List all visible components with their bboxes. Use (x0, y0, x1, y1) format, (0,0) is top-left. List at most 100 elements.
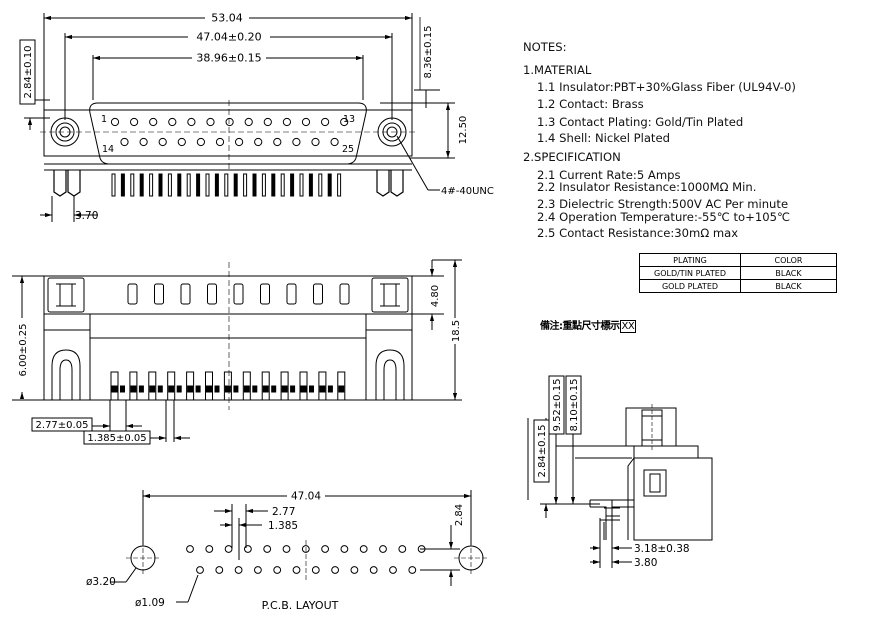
key-dimension-note-text: 備注:重點尺寸標示 (540, 321, 620, 332)
note-material-4: 1.4 Shell: Nickel Plated (537, 131, 670, 145)
front-pin-tail (252, 385, 258, 393)
contact-hole (235, 137, 244, 147)
pin-label-25: 25 (342, 144, 354, 155)
front-pin-tail (168, 385, 175, 393)
front-pin (261, 371, 270, 400)
pcb-hole (292, 566, 301, 574)
table-cell: GOLD/TIN PLATED (639, 266, 741, 280)
front-view: 6.00±0.25 4.80 18.5 2.77±0.05 1.385±0.05 (12, 259, 462, 445)
front-pin (167, 371, 176, 400)
contact-hole (311, 137, 320, 147)
pcb-hole (282, 545, 291, 553)
contact-hole (110, 117, 120, 127)
pcb-pin (290, 173, 295, 197)
pcb-hole (321, 545, 330, 553)
front-pin-tail (195, 385, 201, 393)
pcb-dim-mount-hole: ø3.20 (86, 576, 116, 588)
note-material-2: 1.2 Contact: Brass (537, 97, 644, 111)
dim-pin-offset: 3.70 (75, 210, 98, 222)
front-pin (148, 371, 157, 400)
side-dim-a: 2.84±0.15 (537, 425, 548, 478)
pcb-pin (177, 173, 182, 197)
pcb-pin (252, 173, 257, 197)
front-pin-tail (120, 385, 125, 393)
pcb-pin (299, 173, 304, 197)
notes-section-material: 1.MATERIAL (523, 63, 592, 77)
pcb-layout: 47.04 2.77 1.385 2.84 ø3.20 ø1.09 P.C.B (86, 489, 488, 612)
pin-label-14: 14 (102, 144, 114, 155)
front-pin (110, 371, 119, 400)
contact-window (127, 283, 138, 305)
top-view: 53.04 47.04±0.20 38.96±0.15 2.84±0.10 8.… (19, 11, 494, 222)
note-material-1: 1.1 Insulator:PBT+30%Glass Fiber (UL94V-… (537, 80, 796, 94)
pcb-hole (186, 545, 194, 553)
pcb-pin (120, 173, 125, 197)
side-dim-d: 3.18±0.38 (634, 543, 690, 555)
front-pin-tail (111, 385, 118, 393)
front-pins (110, 371, 346, 400)
pcb-hole (359, 545, 368, 553)
contact-hole (187, 117, 196, 127)
plating-table: PLATING COLOR GOLD/TIN PLATED BLACK GOLD… (639, 253, 837, 293)
contact-hole (254, 137, 263, 147)
dim-right-top: 8.36±0.15 (423, 26, 434, 79)
pin-label-13: 13 (343, 114, 355, 125)
pcb-pin (130, 173, 135, 197)
side-dim-e: 3.80 (634, 557, 657, 569)
front-pin-tail (206, 385, 212, 393)
contact-hole (158, 137, 167, 147)
front-pin-tail (300, 385, 307, 393)
contact-window (180, 283, 191, 305)
pcb-hole (215, 566, 224, 574)
front-pin-tail (187, 385, 194, 393)
pcb-dim-row: 2.84 (454, 504, 465, 526)
pcb-hole (408, 566, 417, 574)
pcb-pin (243, 173, 248, 197)
dim-mounting: 47.04±0.20 (196, 31, 261, 44)
pcb-hole (398, 545, 407, 553)
pcb-pin (149, 173, 154, 197)
contact-hole (244, 117, 253, 127)
contact-hole (330, 137, 339, 147)
contact-window (313, 283, 323, 305)
front-pin-tail (262, 385, 269, 393)
pcb-hole (273, 566, 282, 574)
note-spec-1: 2.1 Current Rate:5 Amps (537, 168, 681, 182)
contact-hole (215, 137, 225, 147)
dim-left-height: 2.84±0.10 (23, 46, 34, 99)
pcb-dim-pin-hole: ø1.09 (135, 597, 165, 609)
pcb-hole (417, 545, 426, 553)
contact-hole (340, 117, 349, 127)
front-pin (223, 371, 232, 400)
front-pin-tail (309, 385, 314, 393)
front-pin-tail (224, 385, 231, 393)
dim-height: 12.50 (458, 116, 469, 145)
pcb-hole (331, 566, 340, 574)
front-pin (186, 371, 195, 400)
front-pin (318, 371, 327, 400)
pcb-pin (318, 173, 323, 197)
pcb-hole (340, 545, 349, 553)
front-pin (205, 371, 213, 400)
pcb-hole (224, 545, 233, 553)
dim-height-right: 18.5 (451, 320, 462, 342)
pcb-pins (111, 173, 342, 197)
front-pin-tail (233, 385, 239, 393)
contact-hole (263, 117, 272, 127)
pcb-dim-width: 47.04 (291, 491, 321, 503)
contact-window (286, 283, 297, 305)
pcb-pin (280, 173, 285, 197)
pcb-hole (311, 566, 320, 574)
table-row: GOLD/TIN PLATED BLACK (639, 266, 837, 280)
table-header-plating: PLATING (639, 253, 741, 267)
pcb-pin (158, 173, 163, 197)
front-pin-tail (327, 385, 333, 393)
table-cell: GOLD PLATED (639, 279, 741, 293)
note-spec-3: 2.3 Dielectric Strength:500V AC Per minu… (537, 197, 789, 211)
contact-hole (282, 117, 291, 127)
front-pin-tail (290, 385, 296, 393)
front-pin-tail (214, 385, 220, 393)
table-header-color: COLOR (740, 253, 837, 267)
front-pin-tail (243, 385, 250, 393)
